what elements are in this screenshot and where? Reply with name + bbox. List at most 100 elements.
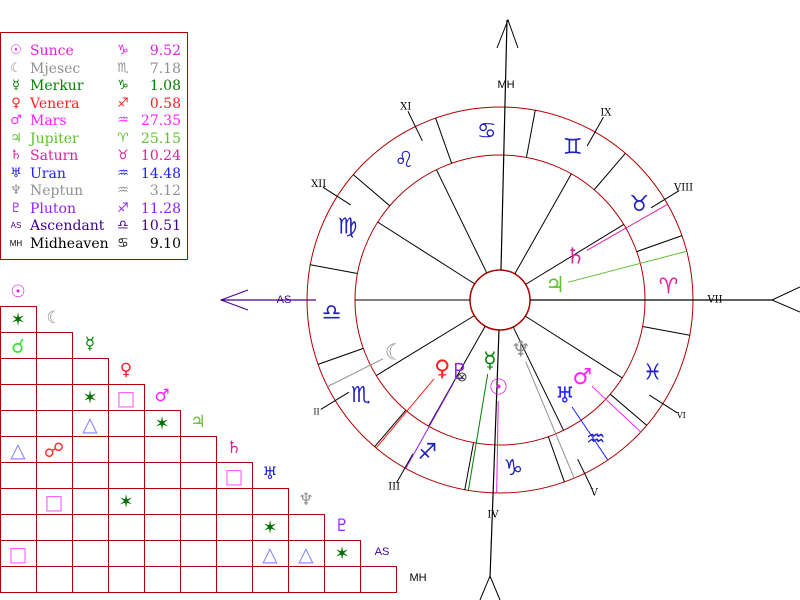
legend-row-saturn: ♄Saturn♉10.24 bbox=[1, 147, 187, 165]
aspect-grid-cell bbox=[72, 514, 109, 541]
house-VIII-label: VIII bbox=[673, 182, 693, 193]
mars-planet-icon: ♂ bbox=[573, 365, 593, 390]
sign-boundary-line bbox=[547, 436, 565, 483]
aspect-grid-cell bbox=[216, 514, 253, 541]
sign-boundary-line bbox=[642, 325, 690, 336]
mercury-degree: 1.08 bbox=[149, 78, 181, 94]
aspect-grid-cell bbox=[72, 436, 109, 463]
aspect-grid-cell bbox=[0, 566, 37, 593]
house-VI-label: VI bbox=[676, 411, 686, 420]
venus-position-line bbox=[375, 378, 435, 449]
jupiter-planet-icon: ♃ bbox=[545, 273, 565, 298]
sun-glyph-icon: ☉ bbox=[10, 43, 22, 58]
sun-degree: 9.52 bbox=[149, 43, 181, 59]
aspect-grid-cell bbox=[144, 462, 181, 489]
house-V-label: V bbox=[590, 488, 599, 499]
aspect-grid-cell bbox=[36, 410, 73, 437]
aspect-trine-icon: △ bbox=[262, 542, 278, 566]
aspect-square-icon: □ bbox=[117, 386, 136, 410]
aspect-grid-cell bbox=[108, 566, 145, 593]
aspect-grid-cell bbox=[36, 462, 73, 489]
legend-row-neptune: ♆Neptun♒3.12 bbox=[1, 182, 187, 200]
house-tick-line bbox=[650, 190, 680, 209]
aspect-sextile-icon: ✶ bbox=[334, 544, 349, 565]
pluto-name: Pluton bbox=[30, 200, 76, 217]
mercury-sign-icon: ♑ bbox=[117, 78, 129, 93]
aspect-trine-icon: △ bbox=[298, 542, 314, 566]
venus-degree: 0.58 bbox=[149, 95, 181, 112]
uranus-position-line bbox=[571, 406, 609, 461]
aspect-grid-cell bbox=[72, 566, 109, 593]
aspect-grid-cell bbox=[72, 358, 109, 385]
house-cusp-line bbox=[512, 326, 565, 431]
aspect-grid-cell bbox=[144, 488, 181, 515]
jupiter-position-line bbox=[567, 250, 687, 283]
midheaven-sign-icon: ♋ bbox=[117, 235, 129, 251]
mars-position-line bbox=[591, 385, 642, 433]
aspect-trine-icon: △ bbox=[10, 438, 26, 462]
neptune-name: Neptun bbox=[30, 183, 84, 199]
ascendant-label: AS bbox=[277, 294, 292, 306]
house-II-label: II bbox=[313, 408, 319, 417]
house-tick-line bbox=[396, 453, 414, 484]
aspect-sextile-icon: ✶ bbox=[10, 310, 25, 331]
uranus-sign-icon: ♒ bbox=[117, 165, 129, 181]
aspect-grid-cell bbox=[36, 358, 73, 385]
aspect-grid-cell bbox=[108, 410, 145, 437]
zodiac-sign-8-icon: ♏ bbox=[351, 383, 371, 408]
pluto-sign-icon: ♐ bbox=[117, 200, 129, 216]
legend-row-uranus: ♅Uran♒14.48 bbox=[1, 165, 187, 183]
saturn-glyph-icon: ♄ bbox=[10, 148, 22, 163]
sun-planet-icon: ☉ bbox=[489, 375, 509, 400]
sign-boundary-line bbox=[435, 117, 453, 164]
house-cusp-line bbox=[514, 173, 572, 275]
ascendant-sign-icon: ♎ bbox=[117, 218, 129, 233]
house-IX-label: IX bbox=[600, 107, 612, 118]
ascendant-arrowhead-icon bbox=[219, 289, 249, 311]
grid-label-mercury-icon: ☿ bbox=[85, 334, 95, 354]
grid-label-sun-icon: ☉ bbox=[10, 282, 25, 302]
aspect-grid-cell bbox=[144, 436, 181, 463]
aspect-sextile-icon: ✶ bbox=[82, 388, 97, 409]
aspect-grid-cell bbox=[180, 566, 217, 593]
mercury-position-line bbox=[467, 373, 489, 491]
imum-coeli-axis-line bbox=[489, 329, 500, 579]
sign-boundary-line bbox=[317, 347, 364, 365]
aspect-square-icon: □ bbox=[225, 464, 244, 488]
grid-label-mars-icon: ♂ bbox=[154, 386, 169, 406]
aspect-grid-cell bbox=[0, 358, 37, 385]
sun-sign-icon: ♑ bbox=[117, 43, 129, 58]
mercury-planet-icon: ☿ bbox=[483, 349, 497, 374]
moon-glyph-icon: ☾ bbox=[10, 60, 22, 76]
aspect-sextile-icon: ✶ bbox=[118, 492, 133, 513]
neptune-position-line bbox=[525, 361, 575, 479]
aspect-grid-cell bbox=[0, 488, 37, 515]
moon-degree: 7.18 bbox=[149, 60, 181, 77]
sign-boundary-line bbox=[636, 235, 683, 253]
venus-sign-icon: ♐ bbox=[117, 95, 129, 111]
aspect-grid-cell bbox=[108, 436, 145, 463]
aspect-grid-cell bbox=[216, 540, 253, 567]
sun-position-line bbox=[496, 400, 499, 493]
zodiac-sign-12-icon: ♓ bbox=[643, 360, 663, 385]
house-tick-line bbox=[320, 391, 350, 410]
aspect-conjunction-icon: ☌ bbox=[11, 334, 24, 358]
mercury-glyph-icon: ☿ bbox=[12, 78, 20, 93]
aspect-grid-cell bbox=[36, 514, 73, 541]
zodiac-sign-11-icon: ♒ bbox=[586, 427, 606, 452]
house-VII-label: VII bbox=[706, 295, 722, 306]
aspect-grid-cell bbox=[0, 384, 37, 411]
aspect-grid-cell bbox=[252, 488, 289, 515]
grid-label-pluto-icon: ♇ bbox=[334, 516, 349, 536]
midheaven-degree: 9.10 bbox=[149, 235, 181, 252]
aspect-sextile-icon: ✶ bbox=[154, 414, 169, 435]
saturn-degree: 10.24 bbox=[140, 148, 181, 164]
moon-name: Mjesec bbox=[30, 60, 81, 77]
aspect-grid-cell bbox=[72, 488, 109, 515]
legend-row-venus: ♀Venera♐0.58 bbox=[1, 95, 187, 113]
aspect-grid-cell bbox=[360, 566, 397, 593]
aspect-grid-cell bbox=[108, 462, 145, 489]
aspect-grid-cell bbox=[108, 540, 145, 567]
grid-label-moon-icon: ☾ bbox=[46, 308, 61, 328]
